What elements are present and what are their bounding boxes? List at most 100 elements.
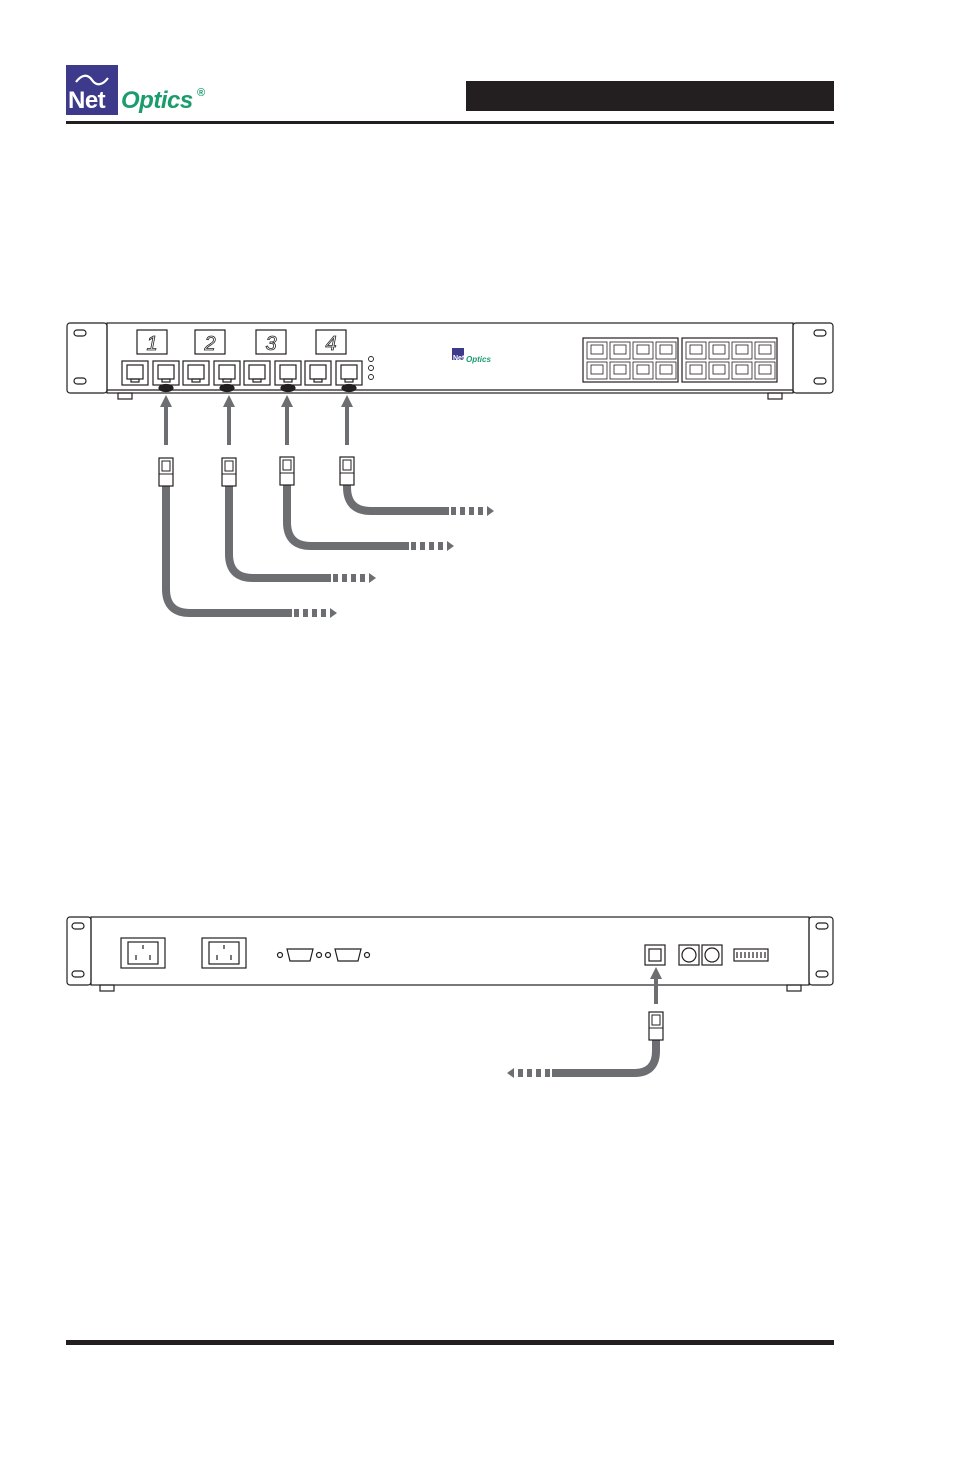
badge-net: Net [453, 355, 465, 362]
monitor-port [755, 342, 775, 359]
monitor-port [686, 342, 706, 359]
cable-continuation-dash [321, 609, 326, 617]
cable-continuation-dash [460, 507, 465, 515]
logo-box: Net [66, 65, 118, 115]
insert-arrow-head [341, 395, 353, 407]
port-release-tab [342, 385, 356, 392]
serial-port-2 [326, 949, 370, 961]
monitor-port [587, 342, 607, 359]
cable-continuation-dash [351, 574, 356, 582]
rj45-jack-6 [275, 361, 301, 392]
mini-din-ports [679, 945, 722, 965]
monitor-port [633, 362, 653, 379]
rj45-plug [159, 458, 173, 486]
rj45-jack-4 [214, 361, 240, 392]
monitor-port [755, 362, 775, 379]
monitor-port-socket [591, 365, 603, 374]
power-inlet-1 [121, 938, 165, 968]
monitor-port-socket [614, 365, 626, 374]
cable-line [229, 486, 331, 578]
front-cable-4 [340, 395, 494, 516]
rj45-plug [280, 457, 294, 485]
power-led [369, 357, 374, 362]
monitor-port [686, 362, 706, 379]
monitor-port [709, 362, 729, 379]
rj45-jack-8 [336, 361, 362, 392]
display-label-3: 3 [265, 333, 276, 355]
cable-continuation-dash [469, 507, 474, 515]
front-cable-1 [159, 395, 337, 618]
header-rule [66, 121, 834, 124]
monitor-port [656, 362, 676, 379]
monitor-port-socket [637, 365, 649, 374]
cable-continuation-dash [536, 1069, 541, 1077]
cable-continuation-dash [518, 1069, 523, 1077]
insert-arrow-head [223, 395, 235, 407]
cable-line [347, 485, 449, 511]
monitor-port-socket [660, 365, 672, 374]
rj45-plug [222, 458, 236, 486]
rj45-plug [649, 1012, 663, 1040]
front-panel-diagram: 1 2 3 4 Net Optics [0, 310, 954, 630]
monitor-port [709, 342, 729, 359]
insert-arrow-head [160, 395, 172, 407]
dip-switch [734, 949, 768, 961]
management-port [645, 945, 665, 965]
cable-direction-arrow [487, 506, 494, 516]
front-cables [159, 395, 494, 618]
cable-continuation-dash [451, 507, 456, 515]
cable-continuation-dash [342, 574, 347, 582]
cable-direction-arrow [507, 1068, 514, 1078]
rear-chassis [91, 917, 809, 985]
monitor-port [656, 342, 676, 359]
cable-direction-arrow [447, 541, 454, 551]
monitor-port [732, 362, 752, 379]
front-panel-figure: 1 2 3 4 Net Optics [0, 310, 954, 630]
monitor-port-socket [759, 365, 771, 374]
cable-continuation-dash [420, 542, 425, 550]
insert-arrow-head [281, 395, 293, 407]
right-rack-ear [793, 323, 833, 393]
port-release-tab [281, 385, 295, 392]
header-title-bar [466, 81, 834, 111]
serial-port-1 [278, 949, 322, 961]
monitor-port-socket [660, 345, 672, 354]
monitor-port [610, 342, 630, 359]
cable-continuation-dash [545, 1069, 550, 1077]
rj45-plug [340, 457, 354, 485]
monitor-port-socket [713, 345, 725, 354]
monitor-port-socket [637, 345, 649, 354]
cable-continuation-dash [312, 609, 317, 617]
logo-wave-icon [74, 73, 110, 87]
badge-optics: Optics [466, 355, 491, 364]
rj45-jack-5 [244, 361, 270, 385]
rear-panel-diagram [0, 905, 954, 1090]
rear-right-ear [809, 917, 833, 985]
cable-direction-arrow [369, 573, 376, 583]
rear-panel-figure [0, 905, 954, 1090]
rj45-jack-1 [122, 361, 148, 385]
monitor-port-socket [690, 345, 702, 354]
cable-continuation-dash [294, 609, 299, 617]
left-rack-ear [67, 323, 107, 393]
cable-continuation-dash [478, 507, 483, 515]
insert-arrow-head [650, 967, 662, 979]
front-rj45-ports [122, 361, 362, 392]
rj45-jack-7 [305, 361, 331, 385]
display-label-4: 4 [325, 333, 336, 355]
display-label-1: 1 [146, 333, 157, 355]
power-inlet-2 [202, 938, 246, 968]
rj45-jack-3 [183, 361, 209, 385]
display-label-2: 2 [203, 333, 215, 355]
rear-left-ear [67, 917, 91, 985]
cable-continuation-dash [411, 542, 416, 550]
port-release-tab [220, 385, 234, 392]
monitor-port-socket [736, 345, 748, 354]
front-cable-2 [222, 395, 376, 583]
logo-text-optics: Optics [121, 87, 193, 115]
cable-continuation-dash [303, 609, 308, 617]
footer-rule [66, 1340, 834, 1345]
monitor-port-socket [736, 365, 748, 374]
monitor-port [587, 362, 607, 379]
net-optics-logo: Net Optics ® [66, 65, 226, 117]
